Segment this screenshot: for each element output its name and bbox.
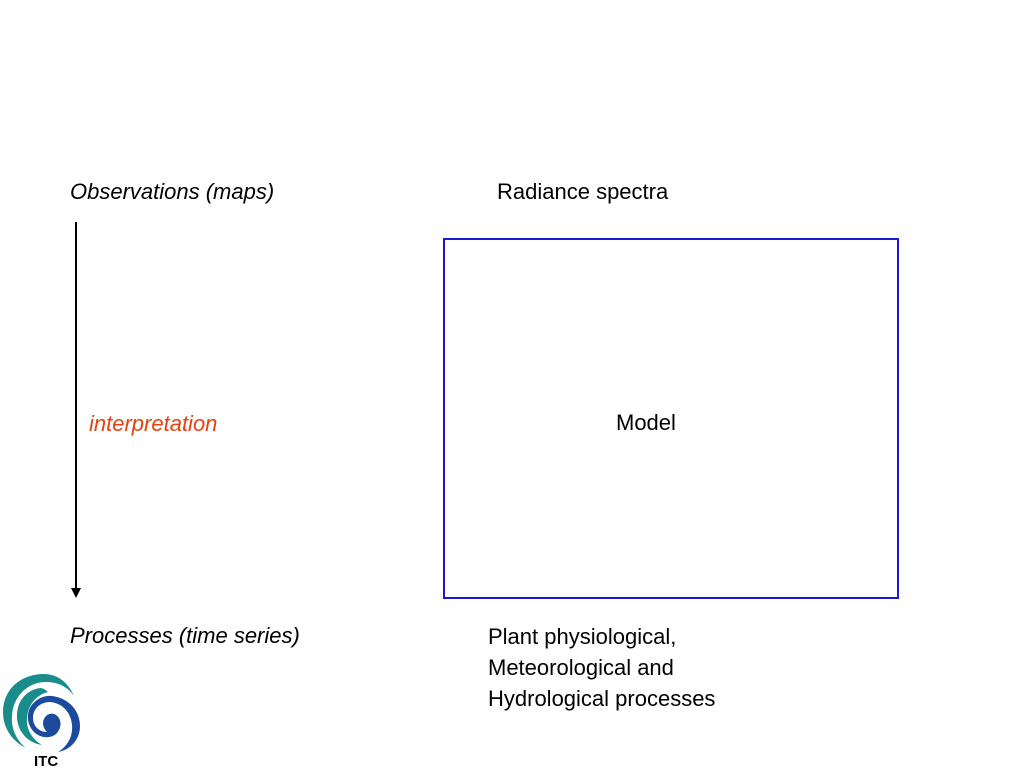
model-box bbox=[443, 238, 899, 599]
interpretation-arrow bbox=[71, 222, 81, 598]
radiance-spectra-label: Radiance spectra bbox=[497, 179, 669, 204]
interpretation-label: interpretation bbox=[89, 411, 218, 436]
processes-label: Processes (time series) bbox=[70, 623, 300, 648]
observations-label: Observations (maps) bbox=[70, 179, 275, 204]
plant-line-3: Hydrological processes bbox=[488, 686, 716, 711]
plant-line-1: Plant physiological, bbox=[488, 624, 677, 649]
plant-line-2: Meteorological and bbox=[488, 655, 674, 680]
logo-text: ITC bbox=[34, 753, 58, 768]
plant-processes-label: Plant physiological, Meteorological and … bbox=[488, 621, 715, 714]
itc-logo: ITC bbox=[3, 674, 80, 768]
model-label: Model bbox=[616, 410, 676, 435]
